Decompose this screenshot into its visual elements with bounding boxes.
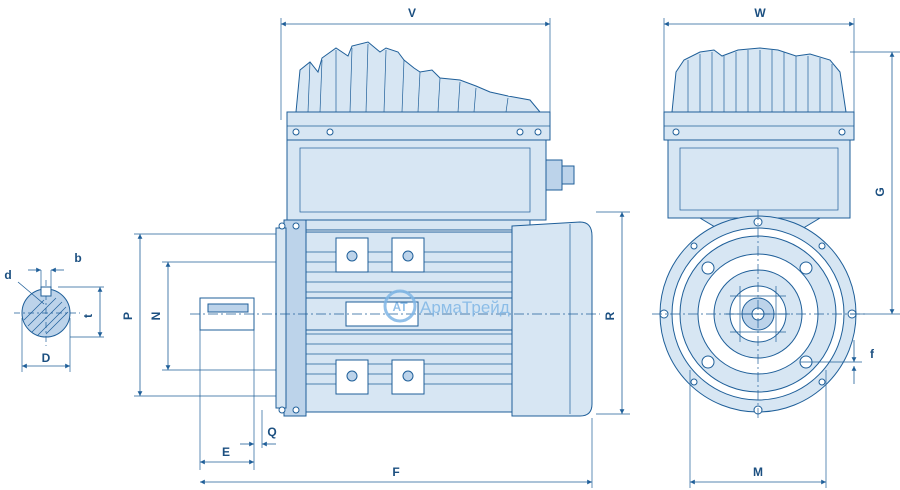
dim-label-p: P [121,312,135,320]
dim-label-t: t [81,314,95,318]
dimension-lines [134,18,900,488]
dim-label-m: M [753,465,763,479]
dim-label-r: R [603,311,617,320]
dim-label-n: N [149,312,163,321]
dim-label-d-diameter: D [42,351,51,365]
watermark-logo-letters: AT [392,300,408,314]
motor-side-view [190,41,600,417]
dim-label-e: E [222,445,230,459]
dim-label-q: Q [267,425,276,439]
watermark-logo-icon [383,289,417,323]
motor-front-view [652,47,866,420]
dim-label-v: V [408,6,416,20]
watermark: AT АрмаТрейд [383,289,510,323]
watermark-text: АрмаТрейд [420,298,510,317]
dim-label-g: G [873,187,887,196]
shaft-section-view [14,267,104,372]
dim-label-f-overall: F [392,465,399,479]
dim-label-d-small: d [4,268,11,282]
dim-label-f-small: f [870,347,875,361]
dim-label-b: b [74,251,81,265]
dim-label-w: W [754,6,766,20]
